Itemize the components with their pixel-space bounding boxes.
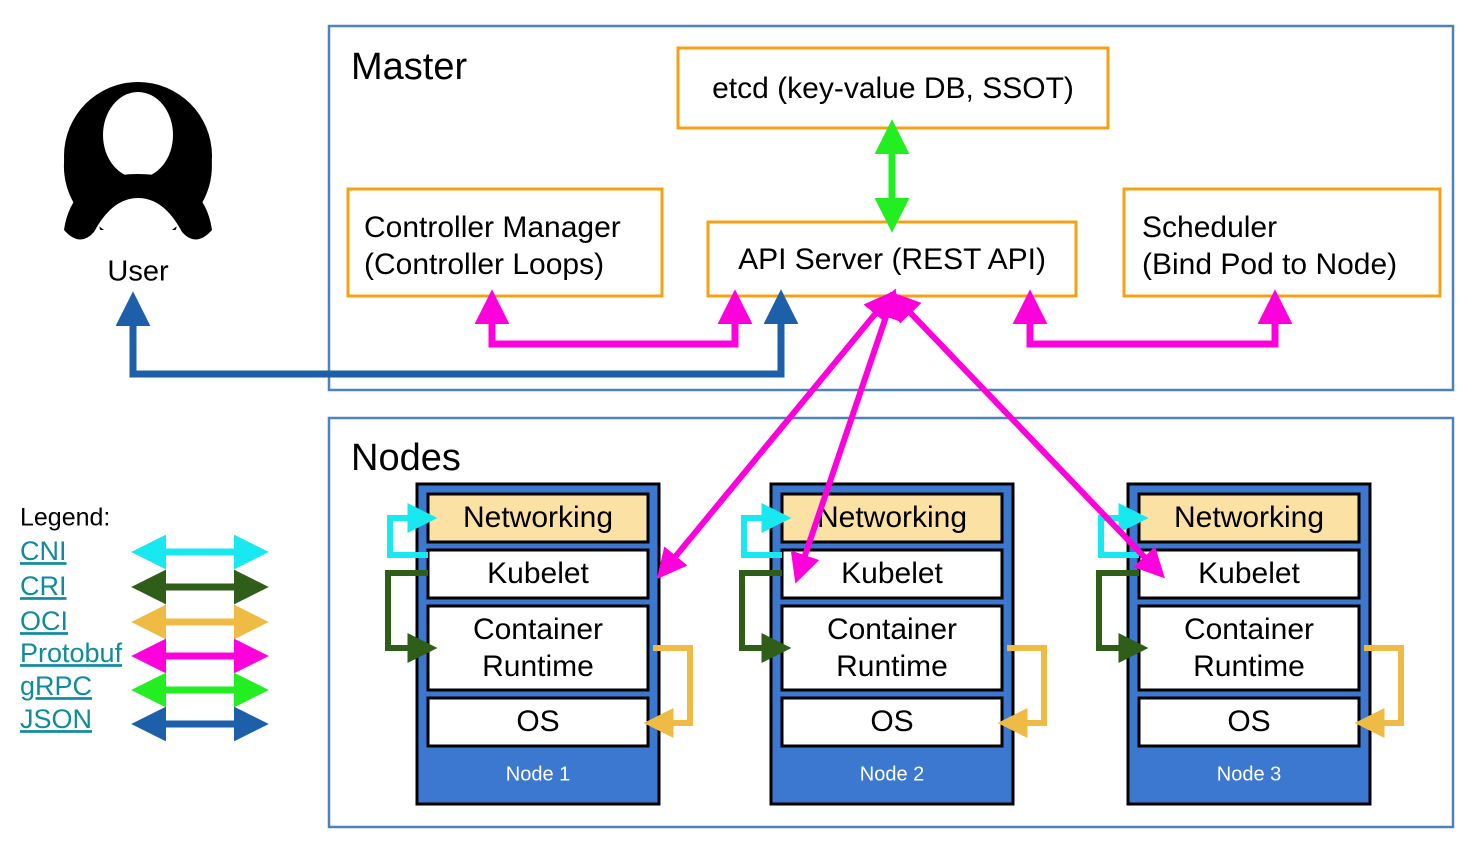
controller-manager-label-line1: Controller Manager <box>364 211 621 244</box>
node-3-container-runtime-label-line2: Runtime <box>1193 650 1305 683</box>
node-3-container-runtime-layer[interactable]: Container Runtime <box>1137 604 1361 692</box>
scheduler-box[interactable]: Scheduler (Bind Pod to Node) <box>1122 187 1442 298</box>
node-1-container-runtime-label-line2: Runtime <box>482 650 594 683</box>
controller-manager-label-line2: (Controller Loops) <box>364 248 604 281</box>
cri-loop-node-1 <box>385 570 438 663</box>
user-label: User <box>107 256 169 288</box>
node-1-kubelet-label: Kubelet <box>487 557 589 590</box>
node-1[interactable]: Networking Kubelet Container Runtime OS … <box>415 482 661 806</box>
oci-loop-node-1 <box>643 645 693 738</box>
node-3-container-runtime-label-line1: Container <box>1184 613 1314 646</box>
node-3-name: Node 3 <box>1217 763 1282 785</box>
legend-item-label-oci[interactable]: OCI <box>20 606 68 636</box>
protobuf-arrow-apiserver-node-3 <box>890 291 1165 579</box>
node-1-os-label: OS <box>516 705 559 738</box>
cni-loop-node-1 <box>387 503 438 558</box>
node-2-os-label: OS <box>870 705 913 738</box>
etcd-label: etcd (key-value DB, SSOT) <box>712 72 1074 105</box>
api-server-box[interactable]: API Server (REST API) <box>706 220 1078 298</box>
master-title: Master <box>351 46 467 88</box>
scheduler-label-line2: (Bind Pod to Node) <box>1142 248 1397 281</box>
legend-item-label-cri[interactable]: CRI <box>20 571 67 601</box>
node-2-name: Node 2 <box>860 763 925 785</box>
node-1-name: Node 1 <box>506 763 571 785</box>
node-3-os-layer[interactable]: OS <box>1137 696 1361 748</box>
node-2-container-runtime-label-line2: Runtime <box>836 650 948 683</box>
legend-title: Legend: <box>20 504 110 532</box>
node-2-container-runtime-layer[interactable]: Container Runtime <box>780 604 1004 692</box>
api-server-label: API Server (REST API) <box>738 243 1046 276</box>
etcd-box[interactable]: etcd (key-value DB, SSOT) <box>676 46 1110 130</box>
legend: Legend: CNI CRI OCI Protobuf gRPC JSON <box>20 504 269 742</box>
legend-item-label-protobuf[interactable]: Protobuf <box>20 638 123 668</box>
node-3-os-label: OS <box>1227 705 1270 738</box>
user-group: User <box>44 82 232 288</box>
node-2-container-runtime-label-line1: Container <box>827 613 957 646</box>
legend-item-label-grpc[interactable]: gRPC <box>20 671 92 701</box>
legend-item-label-cni[interactable]: CNI <box>20 536 67 566</box>
controller-manager-box[interactable]: Controller Manager (Controller Loops) <box>346 187 664 298</box>
node-3[interactable]: Networking Kubelet Container Runtime OS … <box>1126 482 1372 806</box>
node-1-networking-label: Networking <box>463 501 613 534</box>
node-2-os-layer[interactable]: OS <box>780 696 1004 748</box>
node-2-kubelet-label: Kubelet <box>841 557 943 590</box>
scheduler-label-line1: Scheduler <box>1142 211 1277 244</box>
node-1-container-runtime-layer[interactable]: Container Runtime <box>426 604 650 692</box>
oci-loop-node-3 <box>1354 645 1404 738</box>
protobuf-arrow-apiserver-node-2 <box>790 288 901 584</box>
node-1-kubelet-layer[interactable]: Kubelet <box>426 548 650 600</box>
node-2[interactable]: Networking Kubelet Container Runtime OS … <box>769 482 1015 806</box>
node-2-kubelet-layer[interactable]: Kubelet <box>780 548 1004 600</box>
user-avatar-icon <box>44 82 232 260</box>
node-1-os-layer[interactable]: OS <box>426 696 650 748</box>
node-3-kubelet-label: Kubelet <box>1198 557 1300 590</box>
node-3-kubelet-layer[interactable]: Kubelet <box>1137 548 1361 600</box>
oci-loop-node-2 <box>997 645 1047 738</box>
node-3-networking-layer[interactable]: Networking <box>1137 492 1361 544</box>
nodes-title: Nodes <box>351 437 461 479</box>
node-1-networking-layer[interactable]: Networking <box>426 492 650 544</box>
legend-item-label-json[interactable]: JSON <box>20 704 92 734</box>
node-3-networking-label: Networking <box>1174 501 1324 534</box>
node-2-networking-label: Networking <box>817 501 967 534</box>
node-1-container-runtime-label-line1: Container <box>473 613 603 646</box>
